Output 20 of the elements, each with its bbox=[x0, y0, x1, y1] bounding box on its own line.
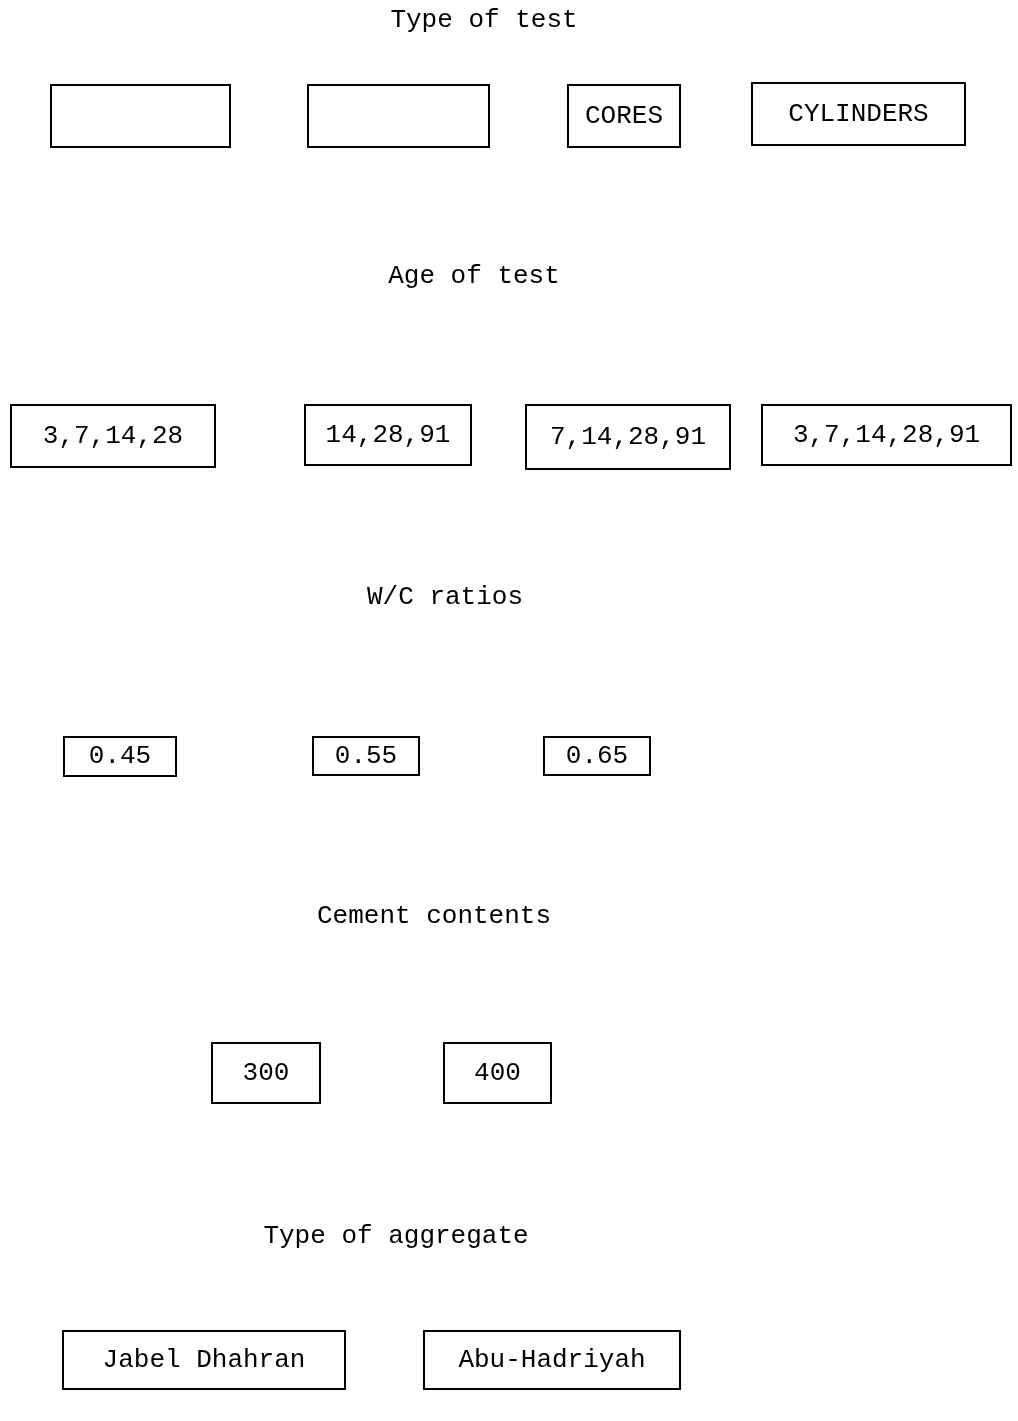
empty-box bbox=[307, 84, 490, 148]
value-box: Abu-Hadriyah bbox=[423, 1330, 681, 1390]
value-box: 300 bbox=[211, 1042, 321, 1104]
section-heading: W/C ratios bbox=[367, 584, 523, 610]
section-heading: Age of test bbox=[388, 263, 560, 289]
section-heading: Type of test bbox=[390, 7, 578, 33]
value-box: 3,7,14,28 bbox=[10, 404, 216, 468]
value-box: 3,7,14,28,91 bbox=[761, 404, 1012, 466]
value-box: CYLINDERS bbox=[751, 82, 966, 146]
empty-box bbox=[50, 84, 231, 148]
section-heading: Type of aggregate bbox=[263, 1223, 529, 1249]
value-box: 0.55 bbox=[312, 736, 420, 776]
value-box: 0.65 bbox=[543, 736, 651, 776]
section-heading: Cement contents bbox=[317, 903, 551, 929]
value-box: Jabel Dhahran bbox=[62, 1330, 346, 1390]
value-box: 400 bbox=[443, 1042, 552, 1104]
value-box: 7,14,28,91 bbox=[525, 404, 731, 470]
value-box: 0.45 bbox=[63, 736, 177, 777]
value-box: 14,28,91 bbox=[304, 404, 472, 466]
value-box: CORES bbox=[567, 84, 681, 148]
